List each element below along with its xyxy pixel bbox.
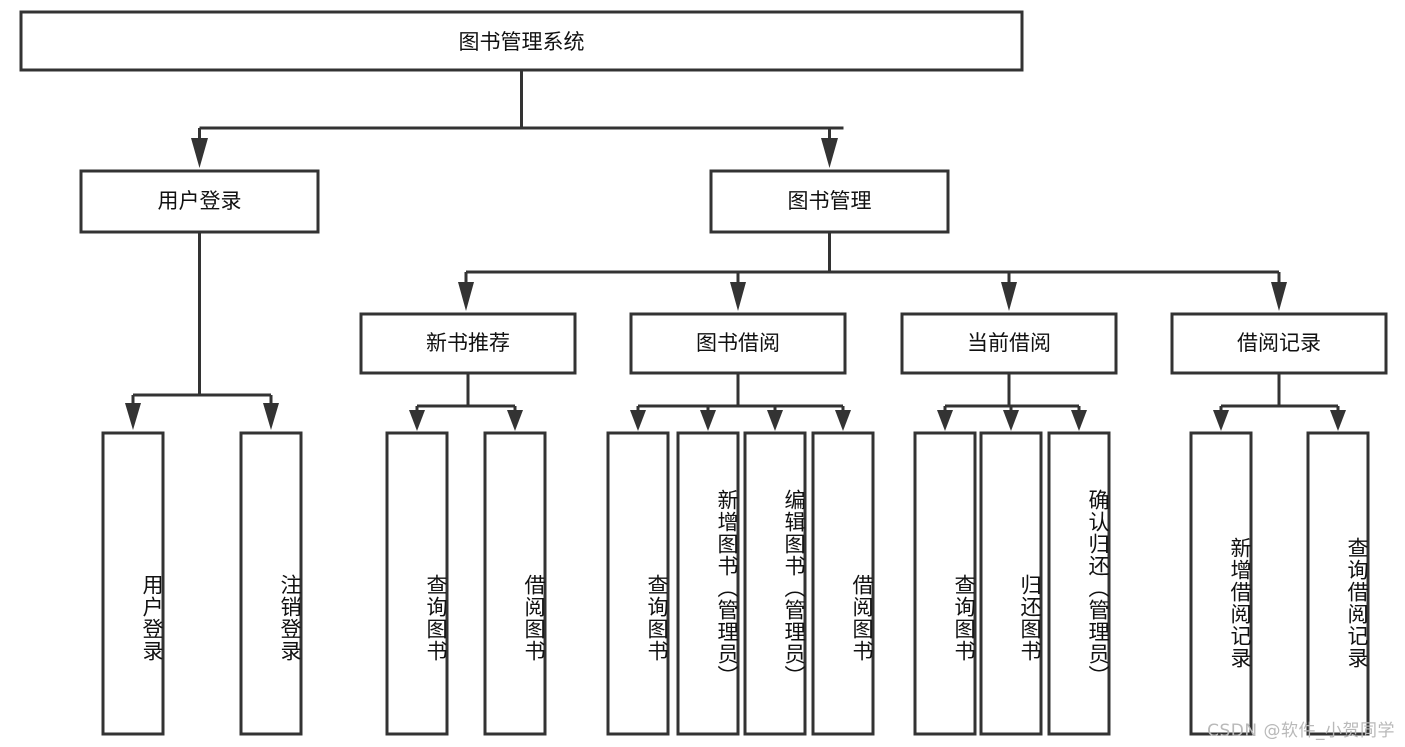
leaf-boxes (101, 431, 1370, 736)
arrow-head-leaf-add-book (700, 410, 716, 431)
watermark-text: CSDN @软件_小贺同学 (1207, 721, 1395, 741)
arrow-head-leaf-user-logout (263, 403, 279, 430)
node-borrow-record-box[interactable] (1170, 312, 1388, 375)
connector-group-book-borrow (630, 373, 851, 431)
node-current-borrow[interactable]: 当前借阅 (900, 312, 1118, 375)
node-leaf-user-logout-box[interactable] (239, 431, 303, 736)
arrow-head-new-book-recommend (458, 282, 474, 311)
node-leaf-query-book-borrow-box[interactable] (606, 431, 670, 736)
node-new-book-recommend[interactable]: 新书推荐 (359, 312, 577, 375)
connector-group-current-borrow (937, 373, 1087, 431)
node-new-book-recommend-label: 新书推荐 (426, 331, 510, 355)
arrow-head-leaf-query-book-current (937, 410, 953, 431)
node-borrow-record-label: 借阅记录 (1237, 331, 1321, 355)
arrow-head-leaf-confirm-return (1071, 410, 1087, 431)
arrow-head-current-borrow (1001, 282, 1017, 311)
node-user-login[interactable]: 用户登录 (79, 169, 320, 234)
node-leaf-add-borrow-record-box[interactable] (1189, 431, 1253, 736)
node-borrow-record[interactable]: 借阅记录 (1170, 312, 1388, 375)
node-leaf-borrow-book-recommend-box[interactable] (483, 431, 547, 736)
node-book-management[interactable]: 图书管理 (709, 169, 950, 234)
arrow-head-leaf-borrow-book (835, 410, 851, 431)
node-book-management-label: 图书管理 (788, 189, 872, 213)
arrow-head-borrow-record (1271, 282, 1287, 311)
node-root-label: 图书管理系统 (459, 30, 585, 54)
node-leaf-query-borrow-record-box[interactable] (1306, 431, 1370, 736)
node-leaf-user-login-box[interactable] (101, 431, 165, 736)
arrow-head-leaf-query-book-recommend (409, 410, 425, 431)
node-book-borrow-label: 图书借阅 (696, 331, 780, 355)
node-book-borrow-box[interactable] (629, 312, 847, 375)
node-leaf-edit-book-box[interactable] (743, 431, 807, 736)
node-leaf-borrow-book-box[interactable] (811, 431, 875, 736)
node-user-login-box[interactable] (79, 169, 320, 234)
connector-group-root (191, 70, 844, 168)
connector-group-borrow-record (1213, 373, 1346, 431)
node-book-management-box[interactable] (709, 169, 950, 234)
arrow-head-leaf-return-book (1003, 410, 1019, 431)
arrow-head-book-management (821, 138, 838, 168)
connector-group-user-login (125, 232, 279, 430)
arrow-head-leaf-query-book-borrow (630, 410, 646, 431)
node-new-book-recommend-box[interactable] (359, 312, 577, 375)
arrow-head-leaf-edit-book (767, 410, 783, 431)
node-leaf-add-book-box[interactable] (676, 431, 740, 736)
node-root-box[interactable] (19, 10, 1024, 72)
node-leaf-return-book-box[interactable] (979, 431, 1043, 736)
node-leaf-confirm-return-box[interactable] (1047, 431, 1111, 736)
arrow-head-leaf-query-borrow-record (1330, 410, 1346, 431)
node-user-login-label: 用户登录 (158, 189, 242, 213)
arrow-head-leaf-add-borrow-record (1213, 410, 1229, 431)
arrow-head-user-login (191, 138, 208, 168)
node-book-borrow[interactable]: 图书借阅 (629, 312, 847, 375)
node-leaf-query-book-current-box[interactable] (913, 431, 977, 736)
node-current-borrow-label: 当前借阅 (967, 331, 1051, 355)
node-leaf-query-book-recommend-box[interactable] (385, 431, 449, 736)
node-root[interactable]: 图书管理系统 (19, 10, 1024, 72)
arrow-head-book-borrow (730, 282, 746, 311)
arrow-head-leaf-borrow-book-recommend (507, 410, 523, 431)
node-current-borrow-box[interactable] (900, 312, 1118, 375)
arrow-head-leaf-user-login (125, 403, 141, 430)
connector-group-book-management (458, 232, 1287, 311)
connector-group-new-book-recommend (409, 373, 523, 431)
